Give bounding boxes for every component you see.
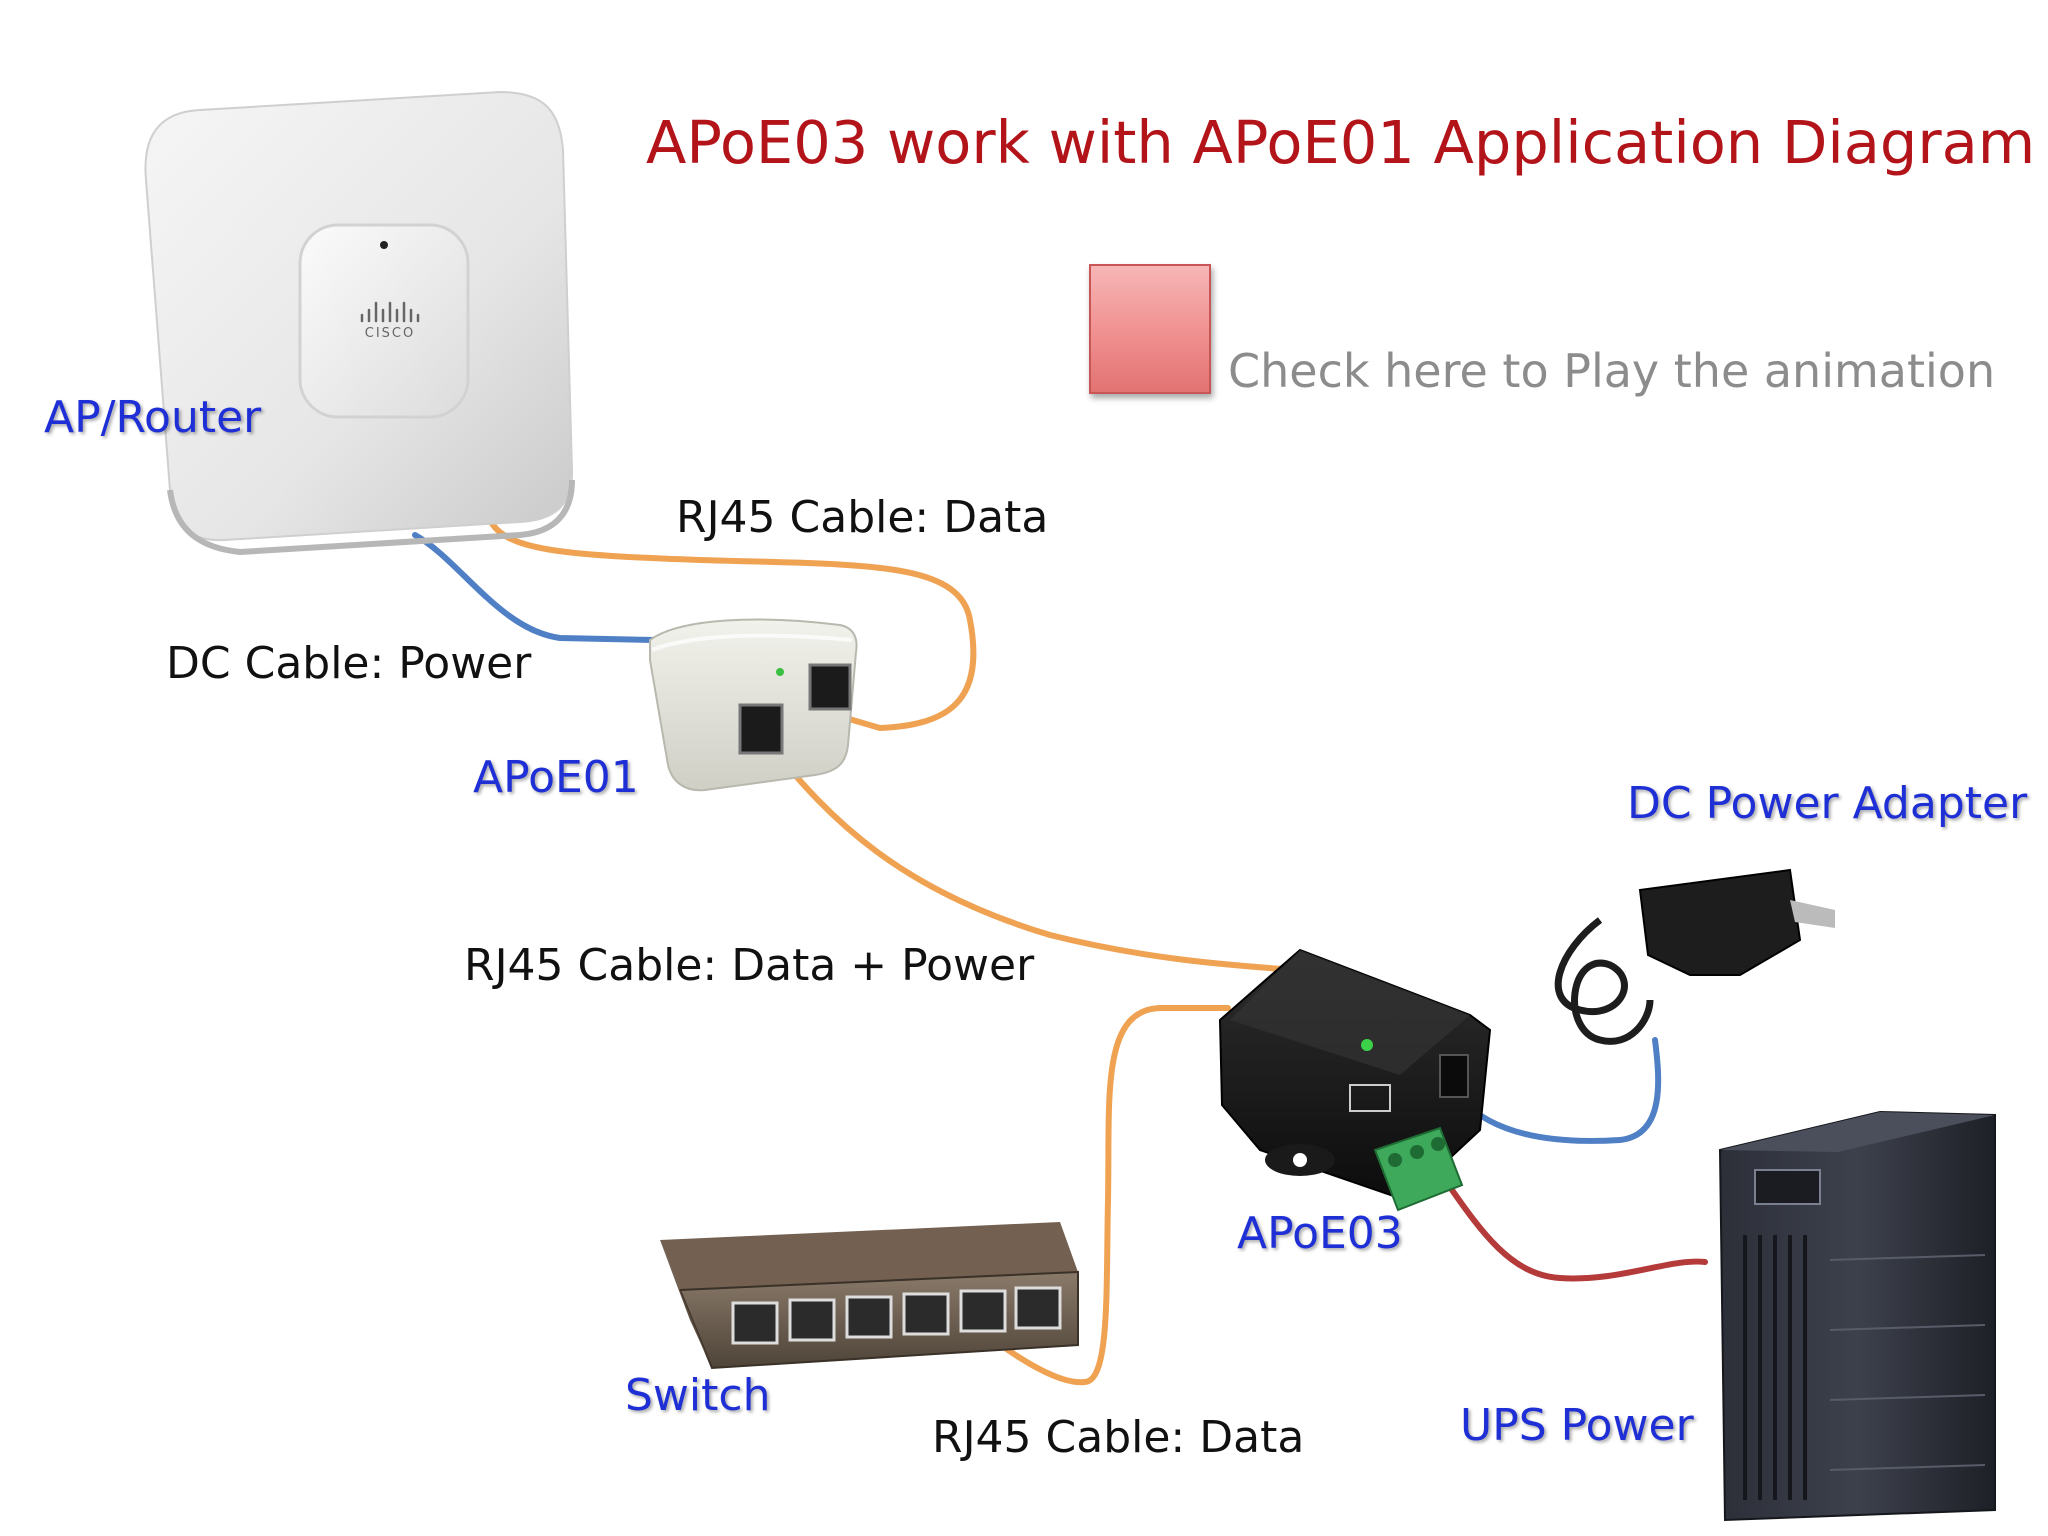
label-ups-power: UPS Power xyxy=(1460,1400,1694,1451)
play-animation-button[interactable] xyxy=(1089,264,1211,394)
switch-ports xyxy=(731,1286,1062,1345)
label-rj45-data-top: RJ45 Cable: Data xyxy=(676,492,1049,543)
label-rj45-data-bottom: RJ45 Cable: Data xyxy=(932,1412,1305,1463)
label-dc-power-adapter: DC Power Adapter xyxy=(1627,778,2028,829)
ap-router-device: CISCO xyxy=(144,90,575,556)
rj45-data-power-cable xyxy=(767,742,1298,973)
label-rj45-data-power: RJ45 Cable: Data + Power xyxy=(464,940,1035,991)
play-animation-caption[interactable]: Check here to Play the animation xyxy=(1228,344,1996,398)
label-apoe03: APoE03 xyxy=(1237,1208,1403,1259)
apoe03-device xyxy=(1218,948,1492,1212)
label-switch: Switch xyxy=(625,1370,771,1421)
rj45-data-cable-bottom xyxy=(977,1005,1231,1386)
label-dc-power: DC Cable: Power xyxy=(166,638,532,689)
ups-device xyxy=(1718,1110,1996,1522)
label-ap-router: AP/Router xyxy=(44,392,262,443)
adapter-dc-cable xyxy=(1459,1037,1662,1144)
label-apoe01: APoE01 xyxy=(473,752,639,803)
diagram-title: APoE03 work with APoE01 Application Diag… xyxy=(646,108,2036,177)
terminal-block xyxy=(1373,1126,1464,1212)
dc-power-cable xyxy=(412,532,658,643)
rj45-data-cable-top xyxy=(487,517,977,732)
cisco-logo-text: CISCO xyxy=(365,326,415,341)
switch-device xyxy=(660,1222,1079,1370)
ups-power-cable xyxy=(1442,1177,1708,1282)
cisco-logo xyxy=(360,301,420,323)
apoe01-device xyxy=(649,618,858,792)
dc-power-adapter-device xyxy=(1554,868,1835,1045)
